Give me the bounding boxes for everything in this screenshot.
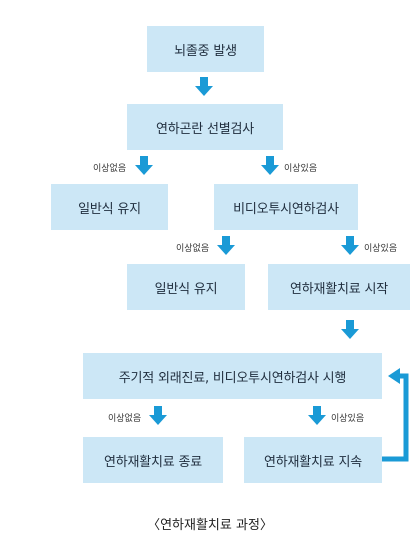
figure-caption: 〈연하재활치료 과정〉 [147,518,273,533]
node-periodic-evaluation: 주기적 외래진료, 비디오투시연하검사 시행 [83,353,382,399]
edge-label-eval-normal: 이상없음 [108,414,142,424]
edge-label-eval-abnormal: 이상있음 [331,414,365,424]
arrow-down-icon [341,236,359,255]
arrow-down-icon [135,156,153,175]
arrow-down-icon [149,406,167,425]
arrow-down-icon [308,406,326,425]
node-vfss: 비디오투시연하검사 [214,184,358,230]
node-stroke-onset: 뇌졸중 발생 [147,26,264,72]
edge-label-vfss-abnormal: 이상있음 [364,244,398,254]
node-general-diet-1: 일반식 유지 [51,184,168,230]
node-general-diet-2: 일반식 유지 [127,264,245,310]
arrow-down-icon [195,77,213,96]
node-dysphagia-screening: 연하곤란 선별검사 [127,104,283,150]
node-therapy-start: 연하재활치료 시작 [268,264,410,310]
edge-label-vfss-normal: 이상없음 [176,244,210,254]
arrow-down-icon [341,320,359,339]
node-therapy-continue: 연하재활치료 지속 [244,437,382,483]
edge-label-screen-abnormal: 이상있음 [284,164,318,174]
edge-label-screen-normal: 이상없음 [93,164,127,174]
arrow-down-icon [217,236,235,255]
arrow-down-icon [261,156,279,175]
node-therapy-end: 연하재활치료 종료 [83,437,223,483]
